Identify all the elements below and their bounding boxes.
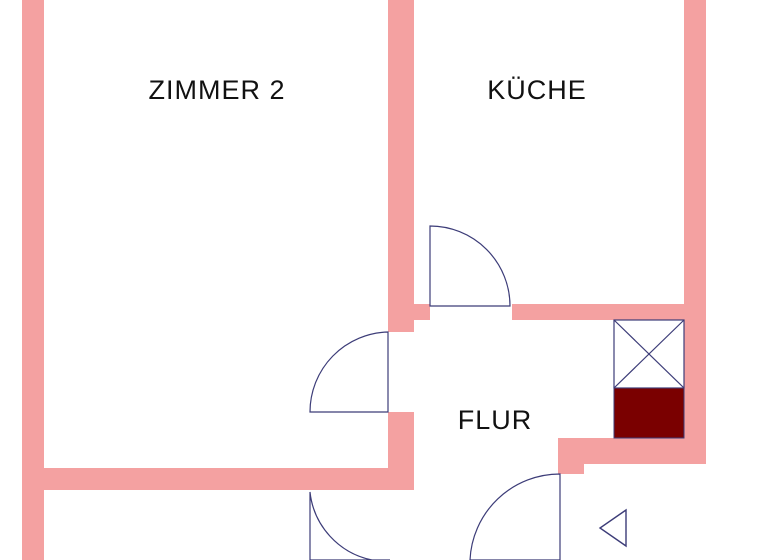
chimney-block	[613, 387, 685, 439]
door-kueche	[429, 225, 511, 307]
walls	[22, 0, 706, 560]
shaft-cross-icon	[613, 319, 685, 389]
entrance-arrow-icon	[598, 508, 627, 548]
door-bottom-left	[309, 491, 390, 560]
wall-kueche-right	[684, 0, 706, 464]
door-entrance	[469, 473, 561, 560]
wall-flur-right-stub	[558, 438, 584, 474]
wall-zimmer2-right	[388, 0, 414, 332]
room-label-zimmer2: ZIMMER 2	[148, 75, 285, 105]
room-label-flur: FLUR	[458, 405, 533, 435]
wall-door-jamb-left	[414, 304, 430, 320]
door-zimmer2	[309, 331, 389, 413]
wall-kueche-bottom	[512, 304, 706, 320]
room-label-kueche: KÜCHE	[487, 75, 587, 105]
wall-zimmer2-bottom	[22, 468, 414, 490]
door-swings	[309, 225, 561, 560]
wall-left-outer	[22, 0, 44, 560]
